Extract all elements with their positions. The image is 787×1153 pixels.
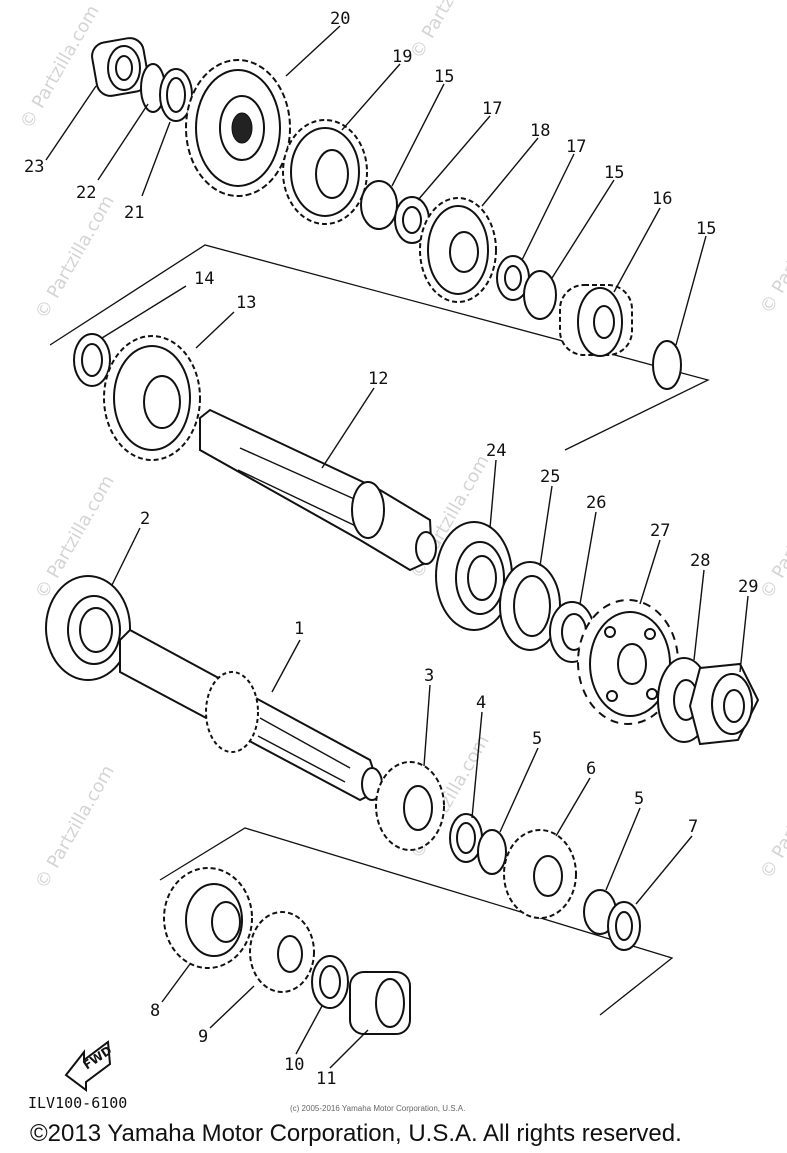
callout-label: 15	[604, 163, 624, 183]
diagram-code: ILV100-6100	[28, 1094, 128, 1112]
part-18-gear	[419, 197, 497, 303]
callout-label: 1	[294, 619, 304, 639]
callout-label: 12	[368, 369, 388, 389]
callout-label: 6	[586, 759, 596, 779]
callout-label: 14	[194, 269, 214, 289]
watermark-text: © Partzilla.com	[756, 752, 787, 883]
callout-label: 11	[316, 1069, 336, 1089]
part-7-washer	[607, 901, 641, 951]
callout-label: 23	[24, 157, 44, 177]
part-15-circlip-a	[360, 180, 398, 230]
part-20-gear	[185, 59, 291, 197]
part-27-sprocket	[577, 599, 679, 725]
callout-label: 17	[482, 99, 502, 119]
fwd-indicator: FWD	[64, 1040, 114, 1092]
callout-label: 8	[150, 1001, 160, 1021]
callout-label: 15	[696, 219, 716, 239]
callout-label: 2	[140, 509, 150, 529]
part-24-bearing	[435, 521, 513, 631]
callout-label: 10	[284, 1055, 304, 1075]
part-8-gear	[163, 867, 253, 969]
part-10-washer	[311, 955, 349, 1009]
main-shaft-group-outline	[49, 244, 710, 451]
part-17-washer-a	[394, 196, 430, 244]
watermark-text: © Partzilla.com	[756, 187, 787, 318]
part-2-bearing	[45, 575, 131, 681]
callout-label: 4	[476, 693, 486, 713]
part-15-circlip-b	[523, 270, 557, 320]
part-13-gear	[103, 335, 201, 461]
part-25-oil-seal	[499, 561, 561, 651]
part-12-main-shaft	[199, 408, 437, 572]
callout-label: 18	[530, 121, 550, 141]
callout-label: 19	[392, 47, 412, 67]
part-1-drive-shaft	[119, 628, 383, 802]
watermark-text: © Partzilla.com	[31, 192, 119, 323]
callout-label: 5	[532, 729, 542, 749]
watermark-text: © Partzilla.com	[756, 472, 787, 603]
part-19-gear	[282, 119, 368, 225]
part-6-gear	[503, 829, 577, 919]
part-15-circlip-c	[652, 340, 682, 390]
callout-label: 16	[652, 189, 672, 209]
callout-label: 21	[124, 203, 144, 223]
callout-labels: 1 2 3 4 5 6 5 7 8 9 10 11 12 13 14 15 16…	[24, 9, 758, 1089]
part-9-gear	[249, 911, 315, 993]
part-5-circlip-a	[477, 829, 507, 875]
callout-label: 28	[690, 551, 710, 571]
part-11-bearing	[349, 971, 411, 1035]
watermark-text: © Partzilla.com	[16, 2, 104, 133]
part-4-washer	[449, 813, 483, 863]
callout-label: 9	[198, 1027, 208, 1047]
callout-label: 7	[688, 817, 698, 837]
part-3-gear	[375, 761, 445, 851]
callout-label: 3	[424, 666, 434, 686]
callout-label: 13	[236, 293, 256, 313]
callout-label: 20	[330, 9, 350, 29]
callout-label: 22	[76, 183, 96, 203]
callout-label: 5	[634, 789, 644, 809]
drive-shaft-group-outline	[159, 827, 674, 1016]
small-copyright: (c) 2005-2016 Yamaha Motor Corporation, …	[290, 1104, 466, 1113]
part-14-washer	[73, 333, 111, 387]
footer-copyright: ©2013 Yamaha Motor Corporation, U.S.A. A…	[30, 1120, 682, 1147]
callout-label: 26	[586, 493, 606, 513]
watermark-text: © Partzilla.com	[406, 0, 494, 63]
callout-label: 25	[540, 467, 560, 487]
callout-label: 17	[566, 137, 586, 157]
leader-lines	[45, 25, 749, 1069]
callout-label: 24	[486, 441, 506, 461]
part-21-washer	[159, 68, 193, 122]
callout-label: 29	[738, 577, 758, 597]
part-29-nut	[688, 662, 760, 746]
watermark-text: © Partzilla.com	[31, 762, 119, 893]
part-23-bearing	[91, 37, 150, 97]
callout-label: 27	[650, 521, 670, 541]
callout-label: 15	[434, 67, 454, 87]
part-16-gear	[559, 284, 633, 357]
